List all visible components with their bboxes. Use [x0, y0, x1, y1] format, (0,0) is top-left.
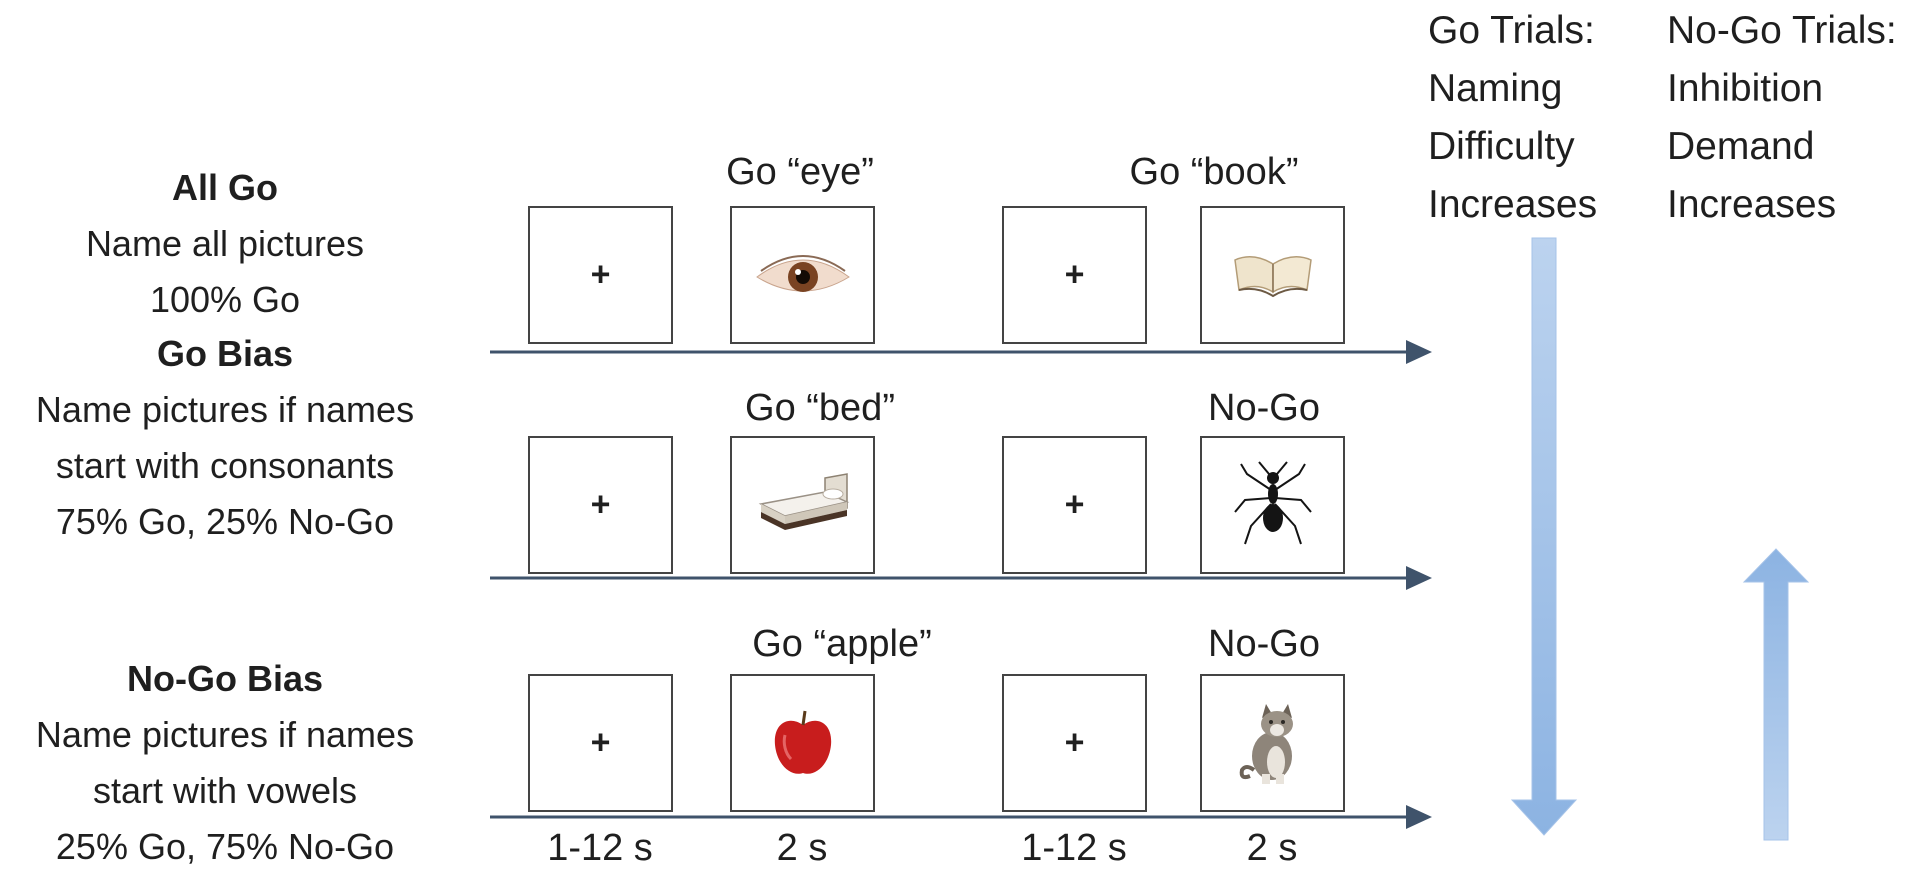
book-picture	[1233, 256, 1312, 298]
duration-label: 1-12 s	[1021, 827, 1127, 869]
fixation-cross: +	[590, 255, 611, 294]
up-arrow-icon	[1742, 548, 1810, 841]
picture-frame	[730, 674, 875, 812]
no-go-trials-annotation: No-Go Trials: Inhibition Demand Increase…	[1667, 2, 1897, 234]
fixation-cross: +	[590, 485, 611, 524]
annotation-line: Go Trials:	[1428, 9, 1595, 52]
fixation-cross: +	[1064, 255, 1085, 294]
timeline-arrow-go-bias	[490, 566, 1432, 590]
condition-proportion: 75% Go, 25% No-Go	[55, 501, 395, 542]
trial-label: Go “book”	[1129, 151, 1299, 193]
duration-label: 2 s	[776, 827, 828, 869]
fixation-frame: +	[1002, 206, 1147, 344]
annotation-line: Demand	[1667, 125, 1815, 168]
trial-label: No-Go	[1208, 387, 1320, 429]
picture-frame	[1200, 206, 1345, 344]
duration-label: 1-12 s	[547, 827, 653, 869]
trial-label: No-Go	[1208, 623, 1320, 665]
condition-proportion: 25% Go, 75% No-Go	[55, 826, 395, 867]
fixation-frame: +	[528, 206, 673, 344]
condition-no-go-bias: No-Go Bias Name pictures if names start …	[0, 651, 450, 875]
picture-frame	[730, 206, 875, 344]
apple-picture	[774, 710, 831, 774]
fixation-frame: +	[528, 436, 673, 574]
fixation-frame: +	[1002, 674, 1147, 812]
annotation-line: Increases	[1667, 183, 1837, 226]
fixation-frame: +	[1002, 436, 1147, 574]
condition-title: No-Go Bias	[126, 658, 323, 699]
bed-picture	[758, 473, 849, 530]
condition-description: start with vowels	[92, 770, 358, 811]
fixation-cross: +	[1064, 723, 1085, 762]
condition-description: Name pictures if names	[35, 714, 415, 755]
annotation-line: Inhibition	[1667, 67, 1824, 110]
fixation-frame: +	[528, 674, 673, 812]
fixation-cross: +	[1064, 485, 1085, 524]
annotation-line: Naming	[1428, 67, 1563, 110]
trial-label: Go “eye”	[726, 151, 874, 193]
condition-description: start with consonants	[55, 445, 395, 486]
cat-picture	[1239, 704, 1293, 784]
timeline-arrow-all-go	[490, 340, 1432, 364]
condition-proportion: 100% Go	[149, 279, 301, 320]
duration-label: 2 s	[1246, 827, 1298, 869]
go-trials-annotation: Go Trials: Naming Difficulty Increases	[1428, 2, 1597, 234]
picture-frame	[730, 436, 875, 574]
picture-frame	[1200, 436, 1345, 574]
trial-label: Go “apple”	[752, 623, 932, 665]
picture-frame	[1200, 674, 1345, 812]
condition-description: Name all pictures	[85, 223, 365, 264]
condition-all-go: All Go Name all pictures 100% Go	[0, 160, 450, 328]
condition-title: Go Bias	[156, 333, 294, 374]
timeline-arrow-no-go-bias	[490, 805, 1432, 829]
annotation-line: Difficulty	[1428, 125, 1575, 168]
ant-picture	[1233, 461, 1312, 545]
annotation-line: Increases	[1428, 183, 1598, 226]
eye-picture	[755, 255, 850, 292]
down-arrow-icon	[1510, 237, 1578, 836]
condition-go-bias: Go Bias Name pictures if names start wit…	[0, 326, 450, 550]
condition-title: All Go	[172, 167, 278, 208]
condition-description: Name pictures if names	[35, 389, 415, 430]
annotation-line: No-Go Trials:	[1667, 9, 1897, 52]
trial-label: Go “bed”	[745, 387, 895, 429]
fixation-cross: +	[590, 723, 611, 762]
